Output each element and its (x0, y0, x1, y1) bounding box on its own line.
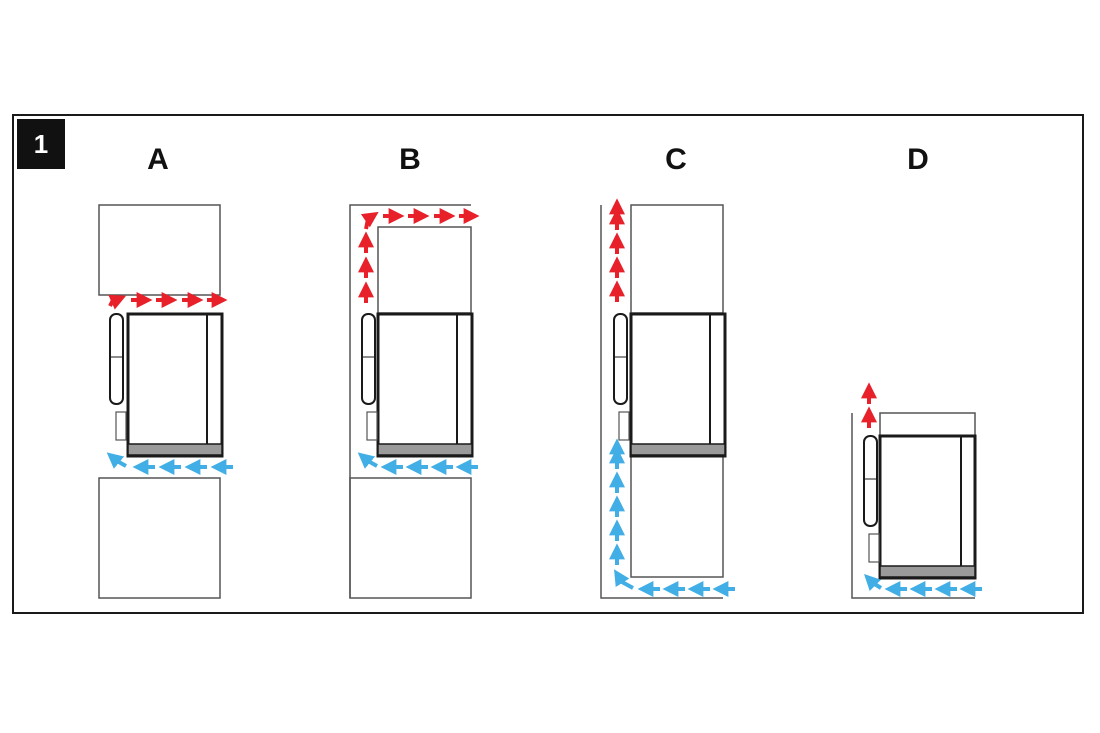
refrigerator (109, 312, 224, 458)
lower-cabinet (349, 477, 472, 599)
upper-cabinet (630, 204, 724, 314)
cold-air-arrows-d (864, 574, 982, 597)
figure-number-badge: 1 (17, 119, 65, 169)
red-arrow-icon (360, 211, 379, 230)
lower-cabinet (630, 455, 724, 578)
cold-air-arrows-b (357, 452, 478, 475)
blue-arrow-icon (357, 452, 378, 469)
wall-line (600, 205, 723, 599)
blue-arrow-icon (106, 452, 127, 469)
refrigerator (613, 312, 727, 458)
panel-label-a: A (147, 143, 169, 176)
refrigerator (361, 312, 474, 458)
hot-air-arrows-b (358, 208, 480, 303)
figure-number: 1 (34, 129, 48, 159)
upper-cabinet (377, 226, 472, 314)
cold-air-arrows-a (106, 452, 233, 475)
tall-cabinet-back (349, 204, 471, 598)
blue-arrow-icon (864, 574, 883, 592)
blue-arrow-icon (614, 569, 634, 590)
refrigerator (863, 434, 977, 580)
panel-c (600, 204, 727, 599)
counter-top (879, 412, 976, 436)
panel-label-c: C (665, 143, 687, 176)
lower-cabinet (98, 477, 221, 599)
panel-label-b: B (399, 143, 421, 176)
panel-label-d: D (907, 143, 929, 176)
red-arrow-icon (108, 294, 127, 310)
panel-d (851, 412, 977, 599)
cold-air-arrows-c (609, 438, 735, 597)
panel-a (98, 204, 224, 599)
figure-frame (12, 114, 1084, 614)
hot-air-arrows-a (108, 292, 228, 310)
wall-line (851, 413, 975, 599)
panel-b (349, 204, 474, 599)
upper-cabinet (98, 204, 221, 296)
